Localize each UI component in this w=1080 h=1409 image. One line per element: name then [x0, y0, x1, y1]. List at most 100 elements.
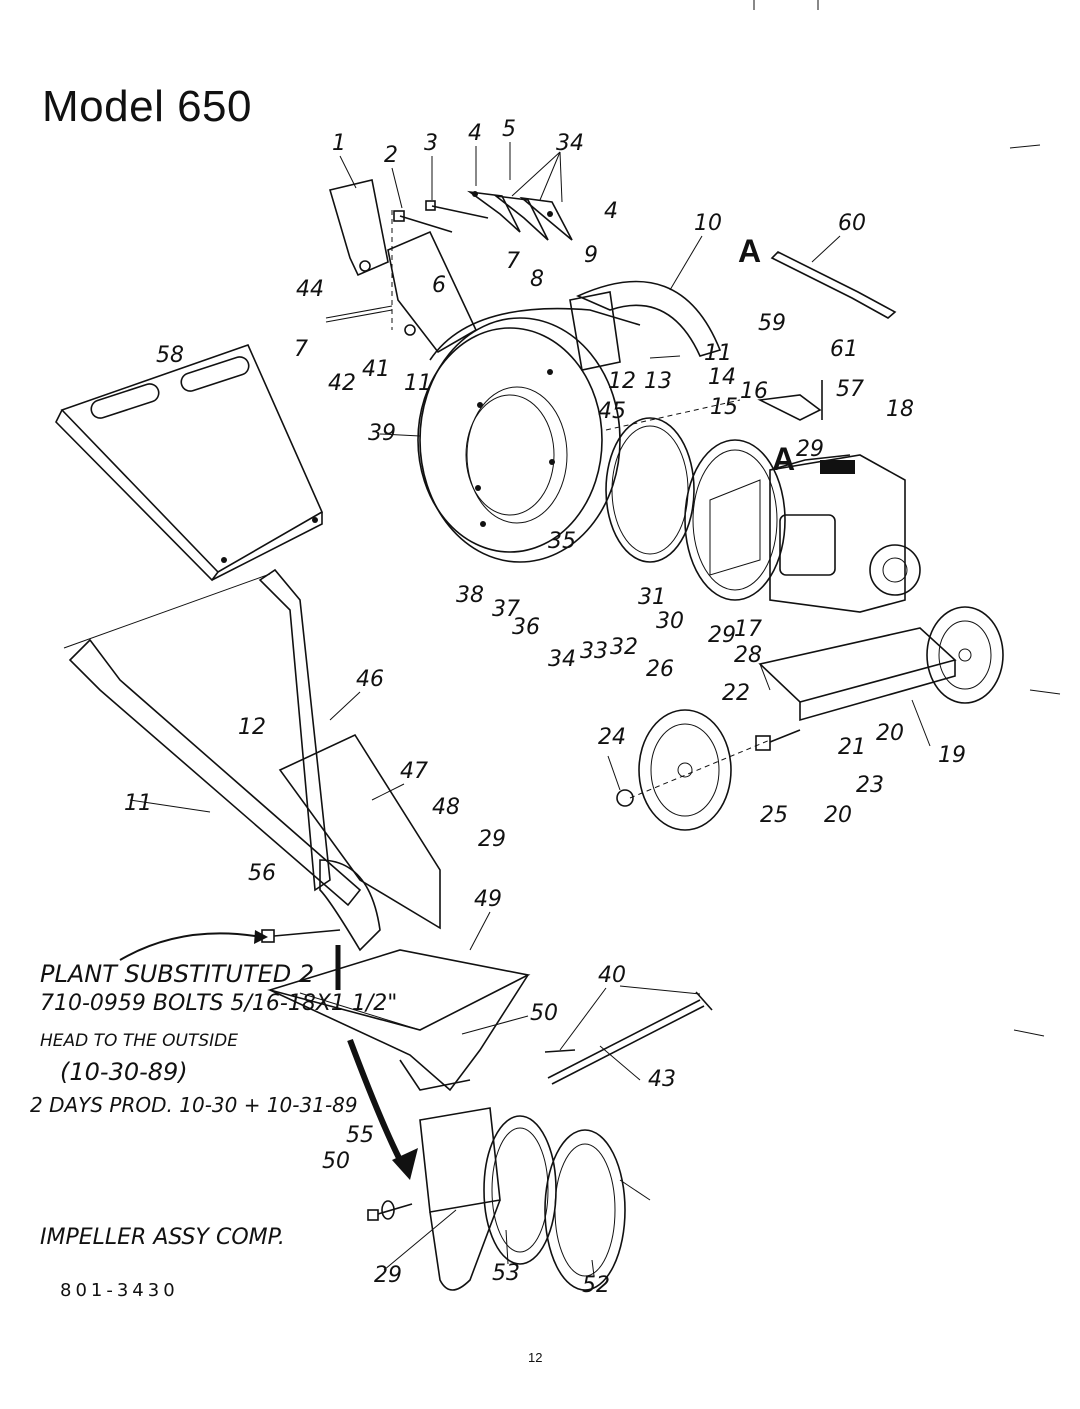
engine [757, 380, 921, 613]
note-line-4: (10-30-89) [60, 1058, 188, 1086]
callout-14: 14 [708, 365, 736, 390]
handle-frame [63, 568, 441, 952]
callout-3: 3 [424, 131, 438, 156]
mounting-bracket [325, 179, 478, 354]
drive-plate [684, 439, 786, 601]
callout-42: 42 [328, 371, 356, 396]
callout-29: 29 [708, 623, 736, 648]
callout-58: 58 [156, 343, 184, 368]
callout-26: 26 [646, 657, 674, 682]
margin-mark [1013, 1029, 1045, 1037]
callout-53: 53 [492, 1261, 520, 1286]
callout-61: 61 [830, 337, 858, 362]
callout-32: 32 [610, 635, 638, 660]
callout-12: 12 [238, 715, 266, 740]
callout-22: 22 [722, 681, 750, 706]
callout-29: 29 [796, 437, 824, 462]
callout-48: 48 [432, 795, 460, 820]
callout-19: 19 [938, 743, 966, 768]
view-marker-a: A [738, 233, 761, 269]
callout-20: 20 [824, 803, 852, 828]
callout-50: 50 [322, 1149, 350, 1174]
shaft [544, 991, 713, 1085]
callouts: 1 2 3 4 5 34 4 10 60 44 6 7 8 9 7 42 41 … [124, 117, 966, 1298]
note-line-3: HEAD TO THE OUTSIDE [40, 1031, 238, 1051]
callout-24: 24 [598, 725, 626, 750]
wheel-right [926, 606, 1004, 704]
page-title: Model 650 [42, 82, 252, 131]
note-line-2: 710-0959 BOLTS 5/16-18X1 1/2" [40, 991, 397, 1016]
view-marker-a: A [772, 441, 795, 477]
callout-46: 46 [356, 667, 384, 692]
note-line-1: PLANT SUBSTITUTED 2 [40, 960, 314, 988]
callout-43: 43 [648, 1067, 676, 1092]
callout-25: 25 [760, 803, 788, 828]
callout-23: 23 [856, 773, 884, 798]
page-number: 12 [528, 1350, 543, 1365]
blades [467, 190, 573, 241]
bolts-2-3 [393, 200, 489, 233]
callout-41: 41 [362, 357, 390, 382]
callout-4: 4 [604, 199, 618, 224]
callout-21: 21 [838, 735, 866, 760]
callout-44: 44 [296, 277, 324, 302]
handwritten-notes: PLANT SUBSTITUTED 2 710-0959 BOLTS 5/16-… [30, 960, 397, 1301]
margin-mark [1029, 689, 1061, 695]
callout-39: 39 [368, 421, 396, 446]
callout-9: 9 [584, 243, 598, 268]
callout-28: 28 [734, 643, 762, 668]
note-line-5: 2 DAYS PROD. 10-30 + 10-31-89 [30, 1093, 358, 1117]
deflector-panel [55, 344, 324, 582]
callout-16: 16 [740, 379, 768, 404]
callout-34: 34 [556, 131, 584, 156]
impeller-housing [419, 1107, 651, 1291]
callout-29: 29 [478, 827, 506, 852]
callout-11: 11 [124, 791, 152, 816]
callout-5: 5 [502, 117, 516, 142]
callout-20: 20 [876, 721, 904, 746]
callout-33: 33 [580, 639, 608, 664]
rotor-plate [605, 399, 741, 563]
callout-11: 11 [404, 371, 432, 396]
callout-7: 7 [506, 249, 520, 274]
margin-mark [1009, 144, 1041, 149]
wheel-left [616, 709, 801, 831]
callout-40: 40 [598, 963, 626, 988]
callout-11: 11 [704, 341, 732, 366]
note-line-7: 801-3430 [60, 1280, 179, 1301]
note-arrow [119, 930, 268, 961]
callout-49: 49 [474, 887, 502, 912]
callout-2: 2 [384, 143, 398, 168]
callout-56: 56 [248, 861, 276, 886]
callout-35: 35 [548, 529, 576, 554]
callout-60: 60 [838, 211, 866, 236]
callout-10: 10 [694, 211, 722, 236]
callout-12: 12 [608, 369, 636, 394]
callout-55: 55 [346, 1123, 374, 1148]
callout-18: 18 [886, 397, 914, 422]
callout-30: 30 [656, 609, 684, 634]
callout-31: 31 [638, 585, 666, 610]
callout-1: 1 [332, 131, 346, 156]
bolt-55 [367, 1200, 413, 1221]
callout-59: 59 [758, 311, 786, 336]
bolt-56 [261, 929, 341, 943]
callout-8: 8 [530, 267, 544, 292]
callout-47: 47 [400, 759, 428, 784]
callout-15: 15 [710, 395, 738, 420]
callout-17: 17 [734, 617, 762, 642]
callout-45: 45 [598, 399, 626, 424]
callout-7: 7 [294, 337, 308, 362]
direction-arrow [335, 945, 418, 1180]
callout-6: 6 [432, 273, 446, 298]
housing [417, 307, 641, 563]
callout-38: 38 [456, 583, 484, 608]
callout-13: 13 [644, 369, 672, 394]
callout-37: 37 [492, 597, 520, 622]
discharge-hood [569, 280, 722, 371]
callout-50: 50 [530, 1001, 558, 1026]
brace [770, 251, 897, 319]
callout-52: 52 [582, 1273, 610, 1298]
leader-lines [129, 142, 931, 1277]
